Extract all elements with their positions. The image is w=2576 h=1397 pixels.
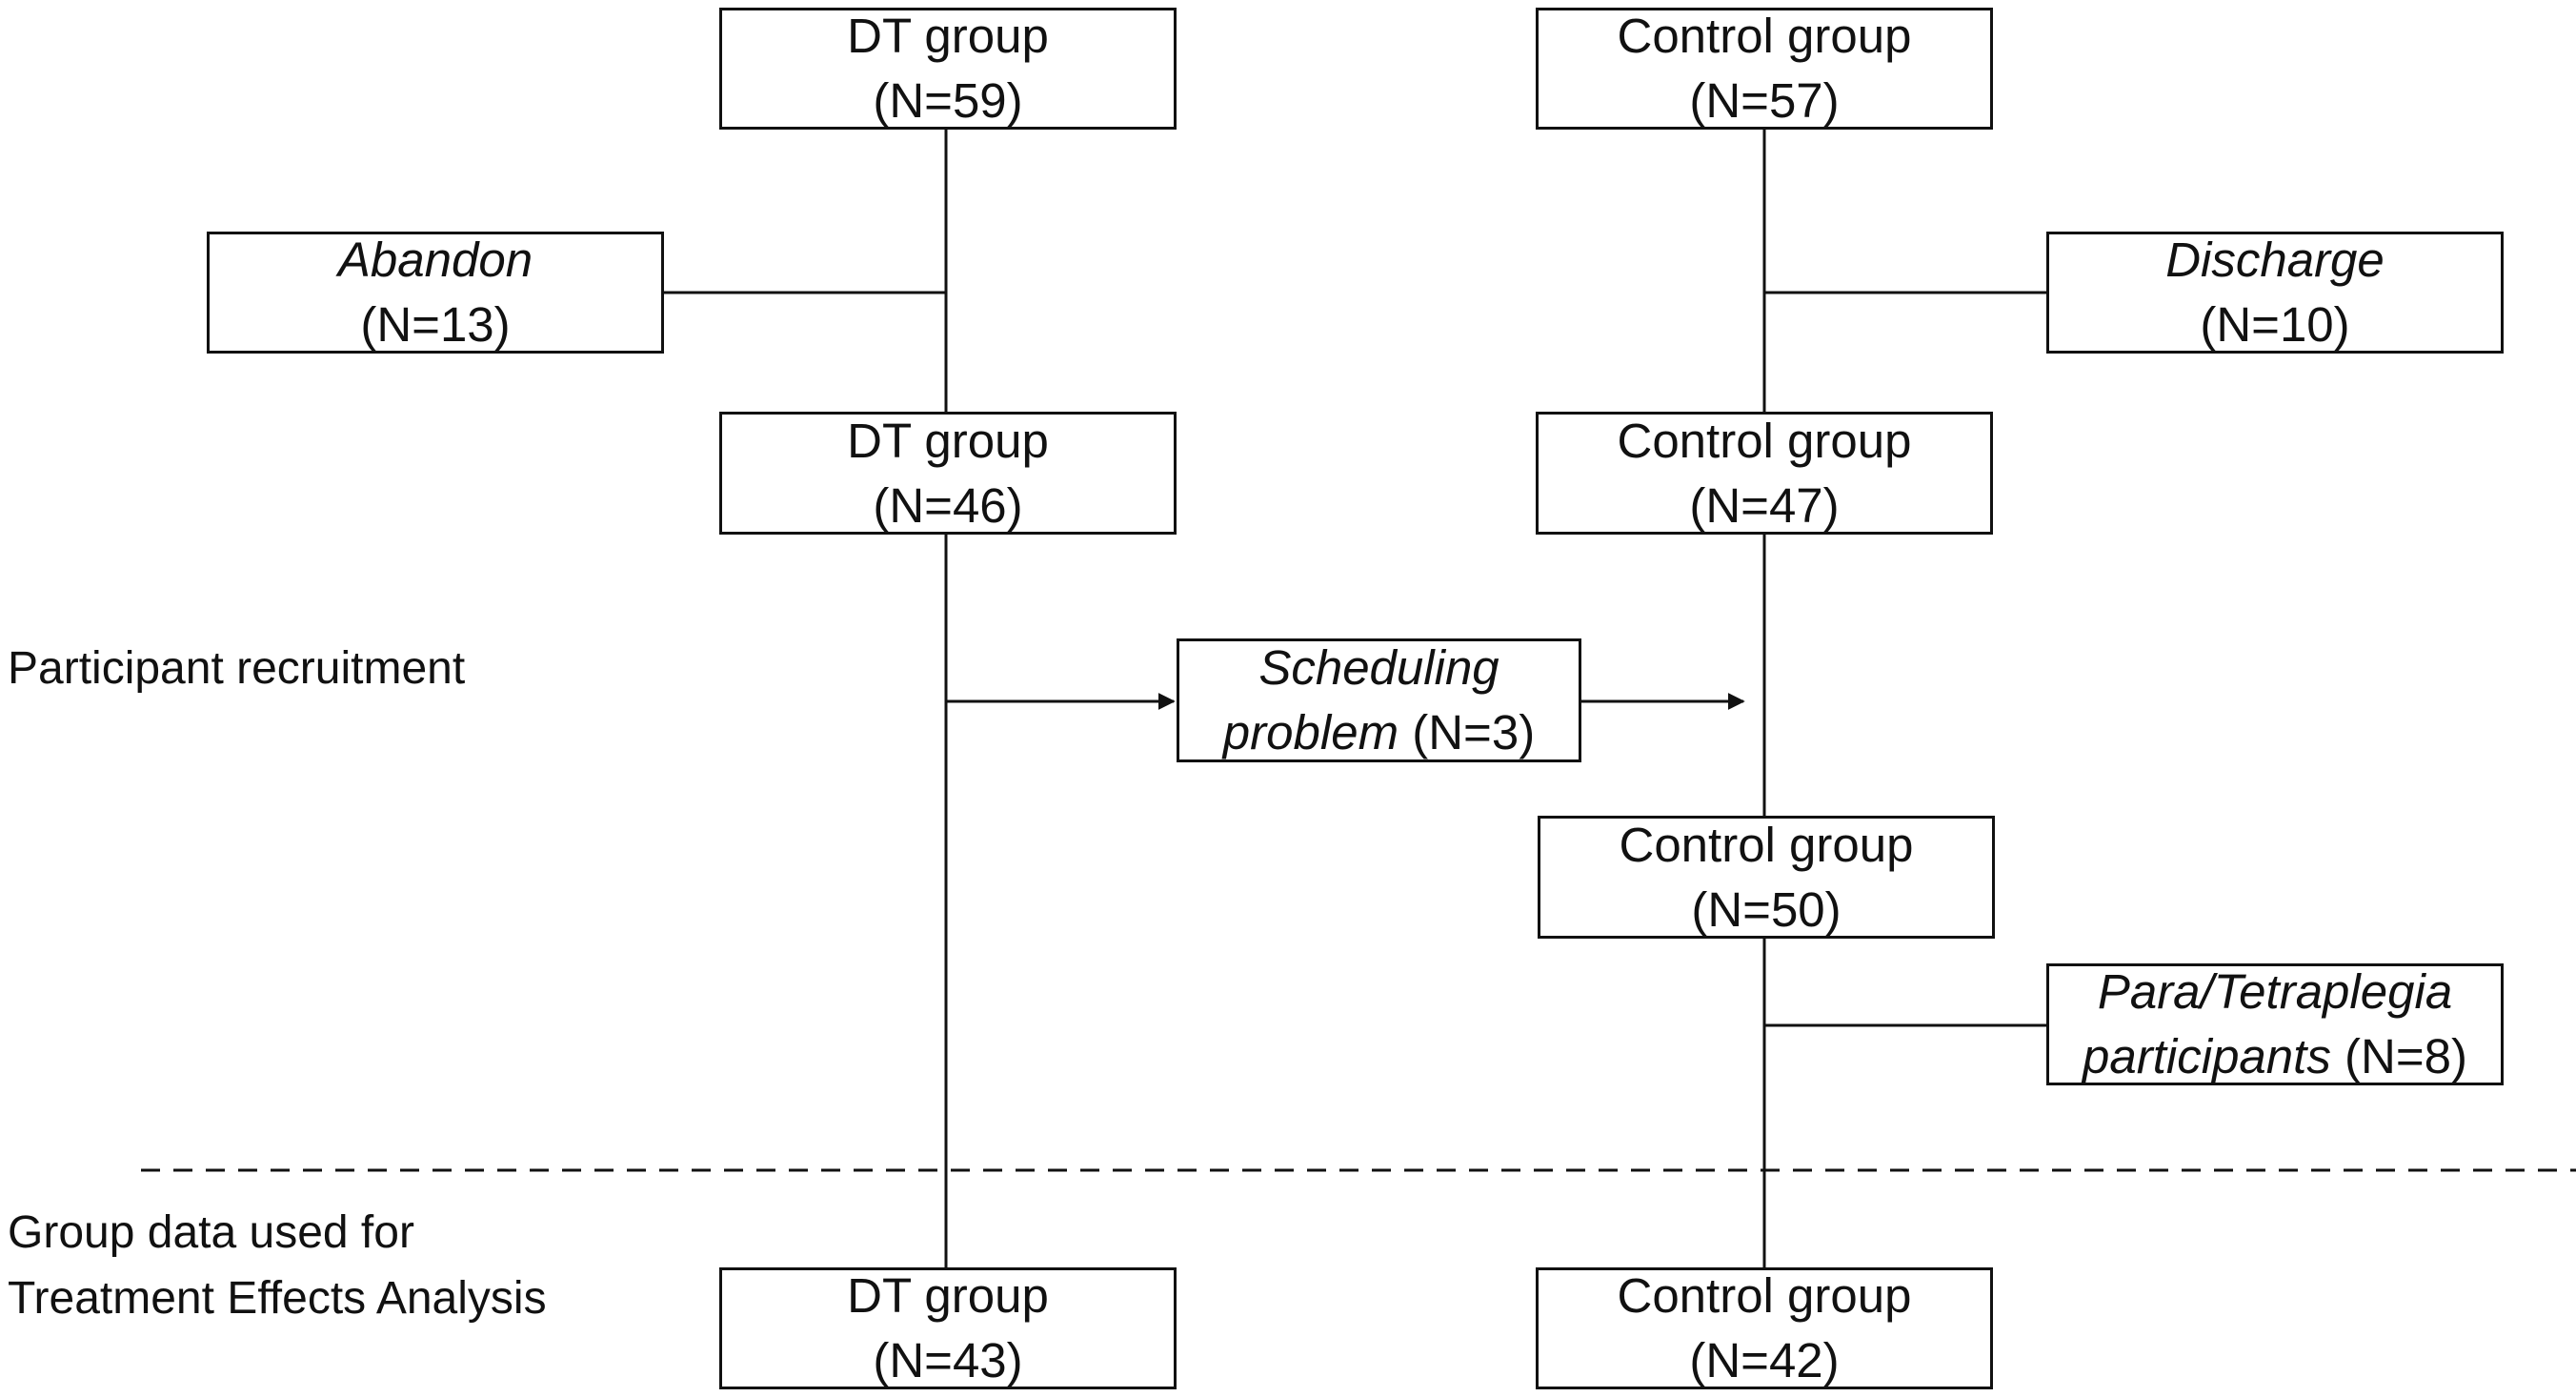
control-group-final-title: Control group [1617,1268,1912,1323]
control-group-initial-box: Control group (N=57) [1536,8,1993,130]
dt-group-after-title: DT group [847,413,1049,468]
control-group-merged-title: Control group [1619,817,1914,872]
control-group-merged-box: Control group (N=50) [1538,816,1995,939]
discharge-reason: Discharge [2165,233,2385,287]
abandon-box: Abandon (N=13) [207,232,664,354]
control-group-after-box: Control group (N=47) [1536,412,1993,535]
control-group-final-count: (N=42) [1689,1333,1840,1387]
paratetra-box: Para/Tetraplegia participants (N=8) [2046,963,2504,1085]
control-group-initial-title: Control group [1617,9,1912,63]
abandon-count: (N=13) [360,297,511,352]
analysis-label-line1: Group data used for [8,1207,414,1258]
analysis-label-line2: Treatment Effects Analysis [8,1273,547,1324]
dt-group-final-title: DT group [847,1268,1049,1323]
abandon-reason: Abandon [337,233,533,287]
scheduling-reason-line2: problem [1222,705,1399,759]
discharge-box: Discharge (N=10) [2046,232,2504,354]
scheduling-reason-line1: Scheduling [1258,640,1499,695]
dt-group-initial-title: DT group [847,9,1049,63]
discharge-count: (N=10) [2200,297,2350,352]
control-group-after-count: (N=47) [1689,477,1840,533]
dt-group-initial-count: (N=59) [873,73,1023,128]
dt-group-initial-box: DT group (N=59) [719,8,1177,130]
scheduling-count: (N=3) [1412,705,1536,759]
paratetra-count: (N=8) [2345,1029,2467,1083]
dt-group-after-count: (N=46) [873,477,1023,533]
paratetra-reason-line1: Para/Tetraplegia [2097,964,2453,1019]
paratetra-reason-line2: participants [2083,1029,2331,1083]
dt-group-after-box: DT group (N=46) [719,412,1177,535]
control-group-final-box: Control group (N=42) [1536,1267,1993,1389]
dt-group-final-count: (N=43) [873,1333,1023,1387]
scheduling-problem-box: Scheduling problem (N=3) [1177,638,1581,762]
control-group-after-title: Control group [1617,413,1912,468]
control-group-initial-count: (N=57) [1689,73,1840,128]
control-group-merged-count: (N=50) [1691,881,1841,937]
dt-group-final-box: DT group (N=43) [719,1267,1177,1389]
participant-recruitment-label: Participant recruitment [8,643,466,694]
